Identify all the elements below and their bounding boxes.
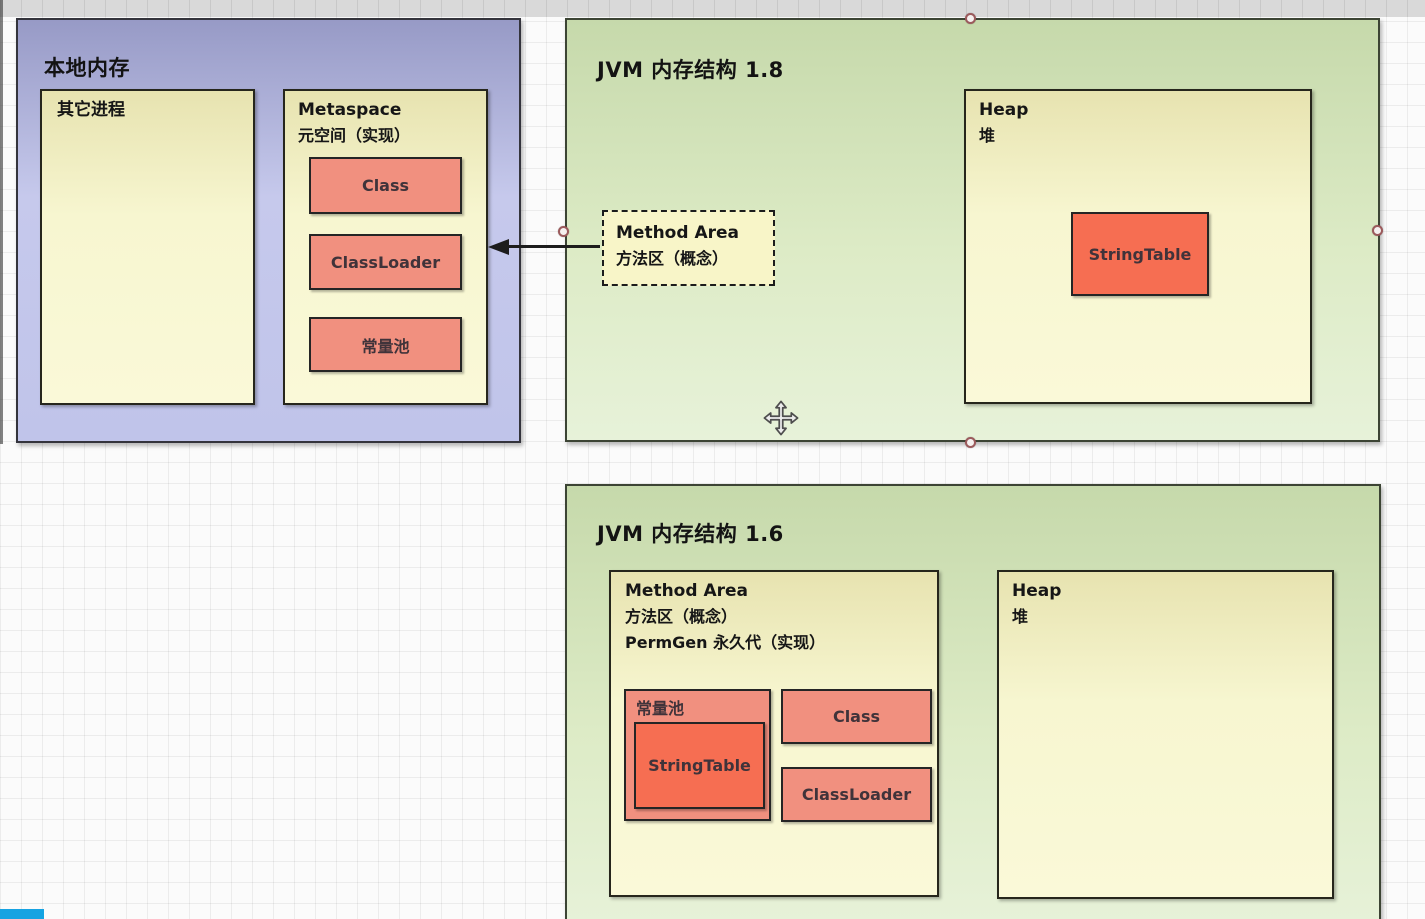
local-memory-title: 本地内存 <box>44 56 130 80</box>
jvm16-method-area-line2: 方法区（概念） <box>625 607 738 626</box>
selection-handle-right[interactable] <box>1372 225 1383 236</box>
other-process-box[interactable]: 其它进程 <box>40 89 255 405</box>
jvm18-heap-subtitle: 堆 <box>979 126 996 145</box>
jvm18-method-area-box[interactable]: Method Area 方法区（概念） <box>602 210 775 286</box>
canvas-left-edge <box>0 0 3 444</box>
metaspace-class-label: Class <box>361 176 410 195</box>
jvm18-method-area-line1: Method Area <box>616 223 739 243</box>
metaspace-constant-pool-label: 常量池 <box>361 336 410 356</box>
metaspace-class-box[interactable]: Class <box>309 157 462 214</box>
jvm16-method-area-line3: PermGen 永久代（实现） <box>625 633 826 652</box>
jvm16-class-box[interactable]: Class <box>781 689 932 744</box>
arrow-shaft <box>505 245 600 248</box>
jvm16-constant-pool-box[interactable]: 常量池 StringTable <box>624 689 771 821</box>
jvm16-heap-subtitle: 堆 <box>1012 607 1029 626</box>
jvm16-stringtable-box[interactable]: StringTable <box>634 722 765 809</box>
canvas-top-strip <box>0 0 1425 17</box>
jvm16-method-area-line1: Method Area <box>625 581 748 601</box>
jvm16-box[interactable]: JVM 内存结构 1.6 Method Area 方法区（概念） PermGen… <box>565 484 1381 919</box>
jvm18-heap-box[interactable]: Heap 堆 StringTable <box>964 89 1312 404</box>
move-cursor-icon <box>762 399 800 437</box>
jvm16-class-label: Class <box>832 707 881 726</box>
jvm18-method-area-line2: 方法区（概念） <box>616 249 729 268</box>
metaspace-subtitle: 元空间（实现） <box>298 126 411 145</box>
local-memory-box[interactable]: 本地内存 其它进程 Metaspace 元空间（实现） Class ClassL… <box>16 18 521 443</box>
jvm16-classloader-label: ClassLoader <box>801 785 912 804</box>
jvm16-constant-pool-label: 常量池 <box>636 699 685 718</box>
metaspace-classloader-box[interactable]: ClassLoader <box>309 234 462 290</box>
arrow-head-icon <box>488 239 509 255</box>
other-process-label: 其它进程 <box>57 100 125 120</box>
jvm18-stringtable-label: StringTable <box>1088 244 1192 264</box>
selection-handle-left[interactable] <box>558 226 569 237</box>
jvm18-title: JVM 内存结构 1.8 <box>597 58 784 82</box>
jvm16-title: JVM 内存结构 1.6 <box>597 522 784 546</box>
selection-handle-bottom[interactable] <box>965 437 976 448</box>
metaspace-title: Metaspace <box>298 100 402 120</box>
taskbar-blue-fragment <box>0 909 44 919</box>
jvm16-stringtable-label: StringTable <box>648 756 751 775</box>
selection-handle-top[interactable] <box>965 13 976 24</box>
jvm16-classloader-box[interactable]: ClassLoader <box>781 767 932 822</box>
jvm16-method-area-box[interactable]: Method Area 方法区（概念） PermGen 永久代（实现） 常量池 … <box>609 570 939 897</box>
jvm18-box[interactable]: JVM 内存结构 1.8 Method Area 方法区（概念） Heap 堆 … <box>565 18 1380 442</box>
metaspace-constant-pool-box[interactable]: 常量池 <box>309 317 462 372</box>
metaspace-box[interactable]: Metaspace 元空间（实现） Class ClassLoader 常量池 <box>283 89 488 405</box>
jvm18-stringtable-box[interactable]: StringTable <box>1071 212 1209 296</box>
metaspace-classloader-label: ClassLoader <box>330 252 441 272</box>
jvm18-heap-title: Heap <box>979 100 1029 120</box>
jvm16-heap-box[interactable]: Heap 堆 <box>997 570 1334 899</box>
jvm16-heap-title: Heap <box>1012 581 1062 601</box>
